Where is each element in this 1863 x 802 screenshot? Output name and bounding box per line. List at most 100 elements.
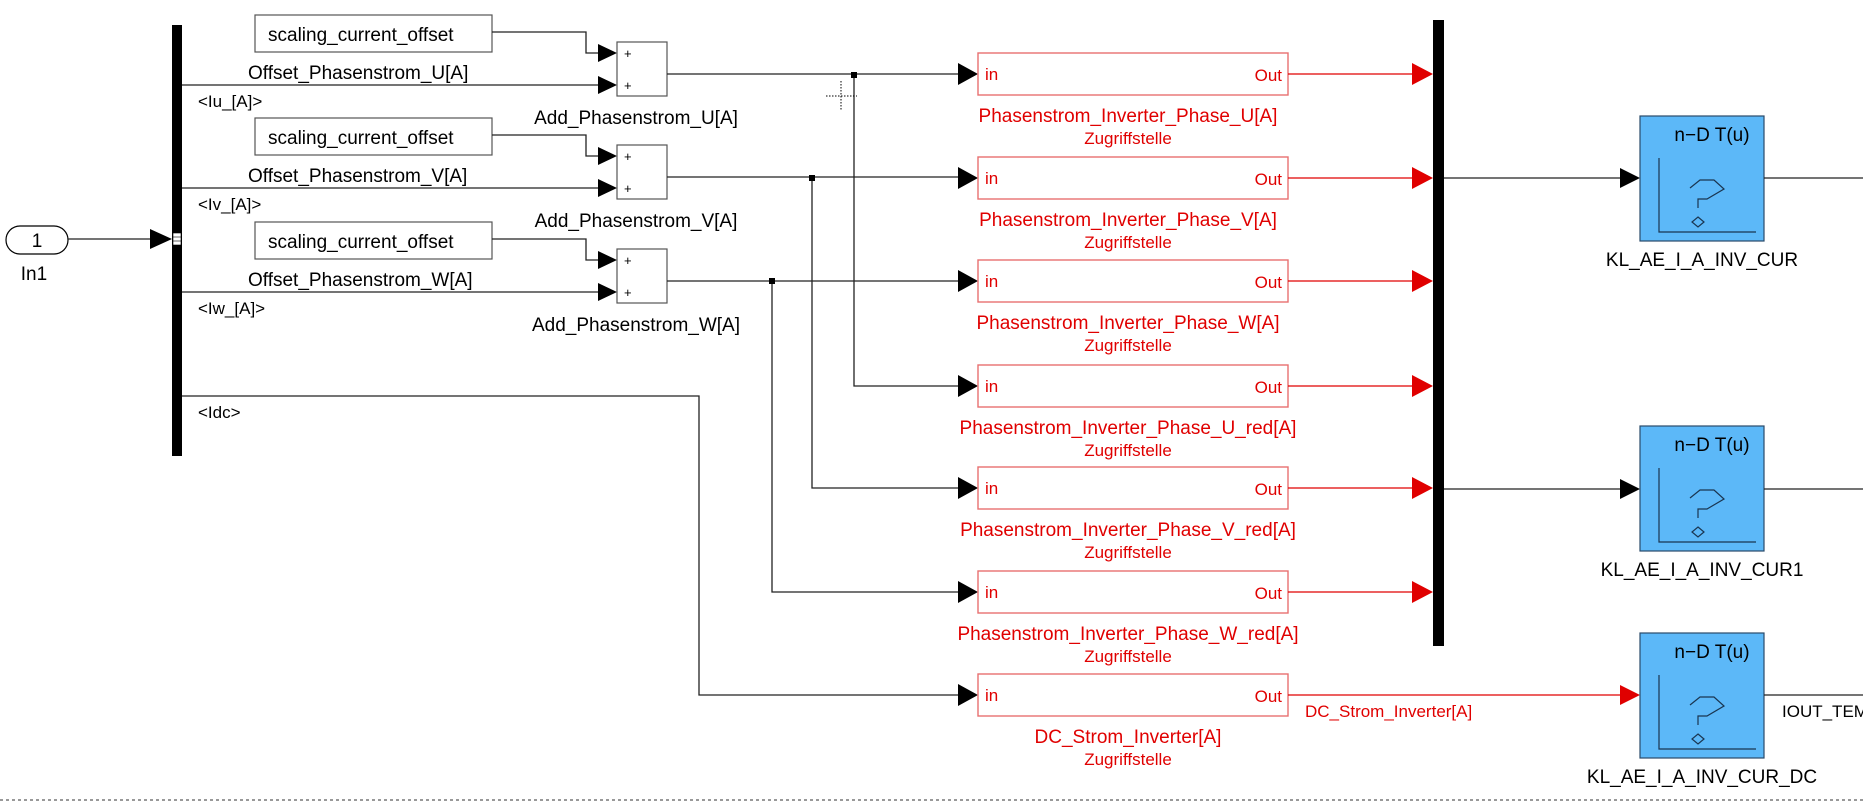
lookup-table-name: KL_AE_I_A_INV_CUR <box>1606 250 1798 271</box>
access-block[interactable]: in Out <box>958 673 1289 717</box>
access-block-name: Phasenstrom_Inverter_Phase_U_red[A] <box>960 418 1297 439</box>
wire-branch-v-red[interactable] <box>811 178 958 489</box>
access-out-port: Out <box>1255 273 1283 292</box>
wire-constant-to-add[interactable] <box>492 134 600 157</box>
lookup-table-name: KL_AE_I_A_INV_CUR_DC <box>1587 767 1817 788</box>
lookup-table-icon <box>1658 158 1756 233</box>
access-in-port: in <box>985 377 998 396</box>
access-in-port: in <box>985 479 998 498</box>
lookup-table-block[interactable]: n−D T(u) <box>1639 425 1765 552</box>
sum-block-label: Add_Phasenstrom_V[A] <box>535 211 738 232</box>
arrow-head <box>958 375 978 397</box>
access-out-port: Out <box>1255 66 1283 85</box>
arrow-head <box>1620 479 1640 499</box>
arrow-head <box>1412 270 1433 292</box>
access-block-sub: Zugriffstelle <box>1084 233 1172 252</box>
signal-label-dc-strom: DC_Strom_Inverter[A] <box>1305 702 1472 721</box>
sum-block[interactable]: ++ <box>616 144 668 200</box>
arrow-head <box>958 684 978 706</box>
access-in-port: in <box>985 686 998 705</box>
phase-row: scaling_current_offsetOffset_Phasenstrom… <box>182 117 960 232</box>
sum-sign: + <box>624 253 632 268</box>
phase-row: scaling_current_offsetOffset_Phasenstrom… <box>182 221 960 336</box>
branch-point-u <box>851 72 857 78</box>
sum-block[interactable]: ++ <box>616 248 668 304</box>
access-out-port: Out <box>1255 480 1283 499</box>
access-out-port: Out <box>1255 170 1283 189</box>
arrow-head <box>1412 375 1433 397</box>
arrow-head <box>1620 168 1640 188</box>
arrow-head <box>598 76 617 94</box>
arrow-head <box>1620 685 1640 705</box>
wire-branch-w-red[interactable] <box>771 281 958 593</box>
access-out-port: Out <box>1255 687 1283 706</box>
bus-signal-label: <Iu_[A]> <box>198 92 262 111</box>
sum-sign: + <box>624 181 632 196</box>
arrow-head <box>958 63 978 85</box>
access-block[interactable]: in Out <box>958 466 1289 510</box>
access-block-sub: Zugriffstelle <box>1084 543 1172 562</box>
constant-block-scaling-current-offset[interactable]: scaling_current_offset <box>254 117 493 156</box>
access-block-name: Phasenstrom_Inverter_Phase_V_red[A] <box>960 520 1296 541</box>
sum-block-label: Add_Phasenstrom_U[A] <box>534 108 738 129</box>
arrow-head <box>598 283 617 301</box>
sum-sign: + <box>624 149 632 164</box>
arrow-head <box>598 251 617 269</box>
arrow-head <box>598 147 617 165</box>
access-block-sub: Zugriffstelle <box>1084 647 1172 666</box>
sum-block-label: Add_Phasenstrom_W[A] <box>532 315 740 336</box>
arrow-head <box>598 44 617 62</box>
wire-constant-to-add[interactable] <box>492 31 600 54</box>
constant-block-scaling-current-offset[interactable]: scaling_current_offset <box>254 14 493 53</box>
access-block-name: Phasenstrom_Inverter_Phase_W[A] <box>976 313 1279 334</box>
arrow-head <box>598 179 617 197</box>
access-in-port: in <box>985 65 998 84</box>
access-block[interactable]: in Out <box>958 259 1289 303</box>
sum-sign: + <box>624 46 632 61</box>
inport-in1[interactable]: 1 <box>5 225 69 255</box>
lookup-table-icon <box>1658 675 1756 750</box>
wire-branch-u-red[interactable] <box>853 75 958 387</box>
constant-block-scaling-current-offset[interactable]: scaling_current_offset <box>254 221 493 260</box>
inport-label: In1 <box>21 264 47 285</box>
arrow-head <box>958 270 978 292</box>
arrow-head <box>150 229 172 249</box>
lookup-table-block[interactable]: n−D T(u) <box>1639 115 1765 242</box>
access-block-sub: Zugriffstelle <box>1084 129 1172 148</box>
lookup-table-block[interactable]: n−D T(u) <box>1639 632 1765 759</box>
wire-idc[interactable] <box>182 395 958 696</box>
access-block-name: Phasenstrom_Inverter_Phase_W_red[A] <box>957 624 1298 645</box>
access-block[interactable]: in Out <box>958 364 1289 408</box>
access-block-sub: Zugriffstelle <box>1084 336 1172 355</box>
crosshair-cursor-icon <box>826 81 857 111</box>
access-block[interactable]: in Out <box>958 52 1289 96</box>
arrow-head <box>958 581 978 603</box>
access-block-name: Phasenstrom_Inverter_Phase_V[A] <box>979 210 1277 231</box>
constant-label: scaling_current_offset <box>268 128 454 149</box>
access-block-name: DC_Strom_Inverter[A] <box>1035 727 1222 748</box>
access-block-sub: Zugriffstelle <box>1084 750 1172 769</box>
access-block[interactable]: in Out <box>958 156 1289 200</box>
sum-sign: + <box>624 285 632 300</box>
sum-block[interactable]: ++ <box>616 41 668 97</box>
lookup-table-name: KL_AE_I_A_INV_CUR1 <box>1601 560 1804 581</box>
bus-signal-idc: <Idc> <box>198 403 241 422</box>
wire-constant-to-add[interactable] <box>492 238 600 261</box>
lookup-title: n−D T(u) <box>1674 642 1749 663</box>
signal-label-iout: IOUT_TEM <box>1782 702 1863 721</box>
bus-signal-label: <Iw_[A]> <box>198 299 265 318</box>
sum-sign: + <box>624 78 632 93</box>
constant-label: scaling_current_offset <box>268 25 454 46</box>
access-out-port: Out <box>1255 378 1283 397</box>
access-in-port: in <box>985 272 998 291</box>
arrow-head <box>958 167 978 189</box>
access-in-port: in <box>985 169 998 188</box>
mux-block[interactable] <box>1433 20 1444 646</box>
lookup-title: n−D T(u) <box>1674 125 1749 146</box>
branch-point-w <box>769 278 775 284</box>
bus-selector[interactable] <box>172 25 182 456</box>
access-block-sub: Zugriffstelle <box>1084 441 1172 460</box>
offset-signal-label: Offset_Phasenstrom_U[A] <box>248 63 468 84</box>
